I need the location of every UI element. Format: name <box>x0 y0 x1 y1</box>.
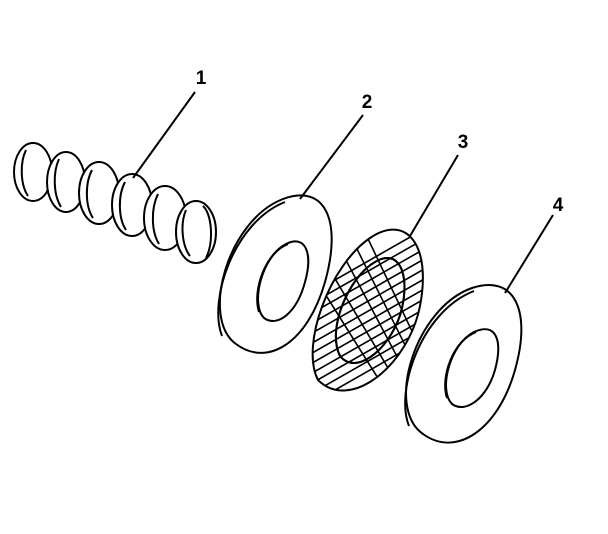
leader-line-3 <box>409 154 459 237</box>
washer-part-2 <box>217 194 333 354</box>
spring-coil <box>175 200 217 264</box>
leader-line-2 <box>299 114 364 200</box>
leader-line-1 <box>132 91 196 179</box>
callout-1: 1 <box>196 68 207 89</box>
washer-edge <box>404 290 475 427</box>
callout-4: 4 <box>553 195 564 216</box>
spring-part <box>13 142 217 264</box>
washer-part-4 <box>404 283 523 444</box>
callout-3: 3 <box>458 132 469 153</box>
washer-body <box>405 283 523 444</box>
bearing-inner-race <box>334 256 406 364</box>
spring-coil <box>13 142 53 202</box>
washer-bore-rim <box>444 331 477 399</box>
leader-lines <box>132 91 554 294</box>
washer-edge <box>217 201 286 337</box>
washer-bore-rim <box>256 243 289 313</box>
callout-2: 2 <box>362 92 373 113</box>
leader-line-4 <box>504 214 554 294</box>
